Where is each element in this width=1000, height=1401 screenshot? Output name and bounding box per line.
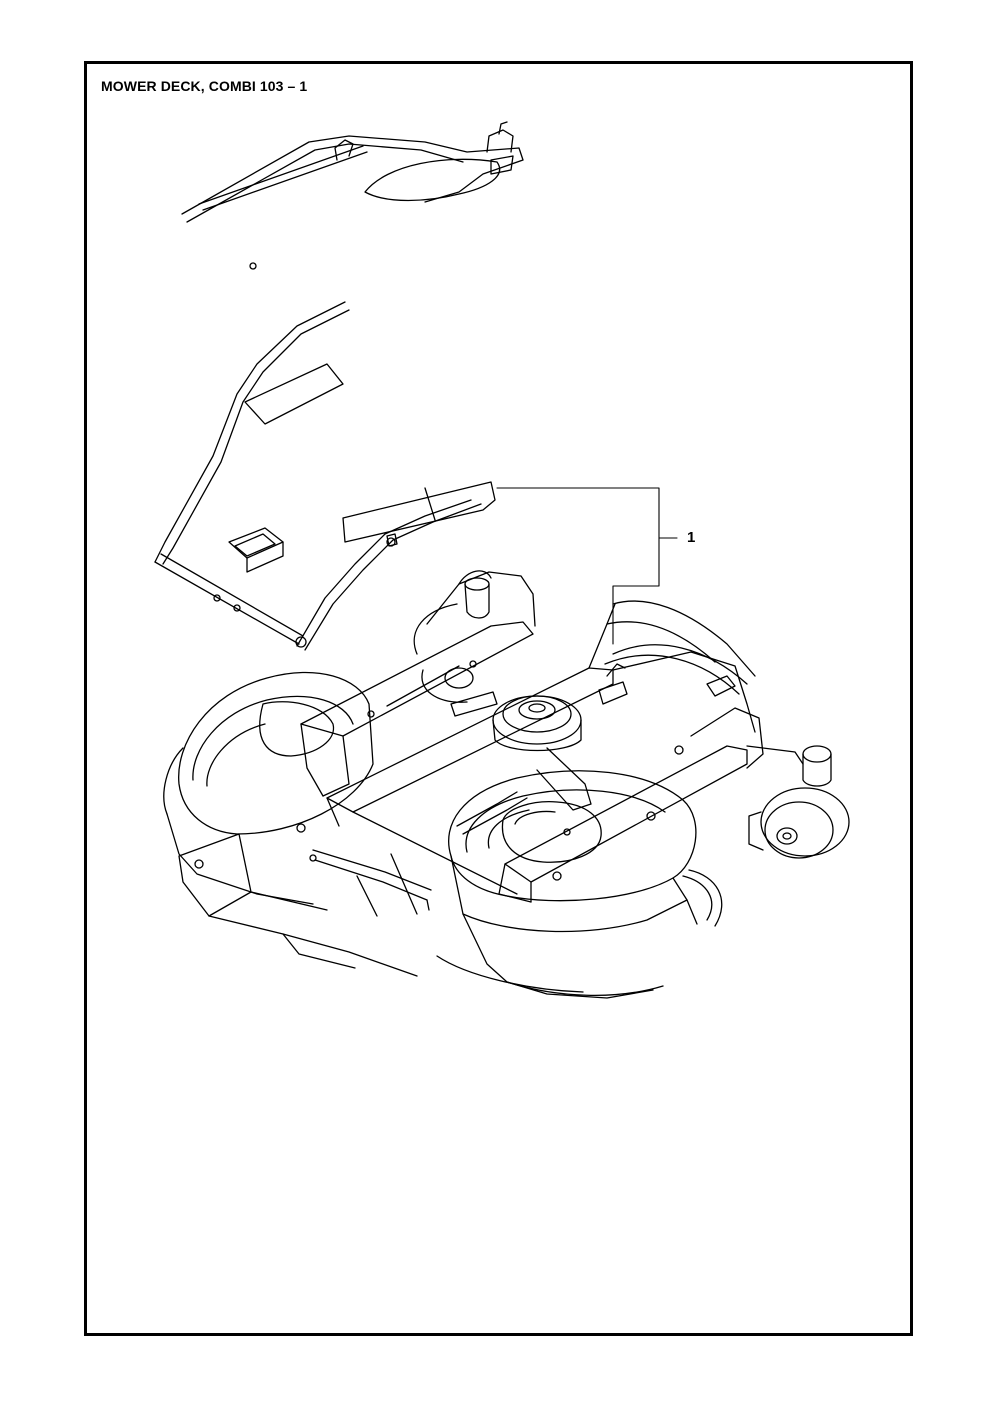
collector-frame (154, 121, 524, 651)
deck (163, 570, 850, 999)
drawing-frame: MOWER DECK, COMBI 103 – 1 (84, 61, 913, 1336)
callout-label-1: 1 (687, 529, 696, 546)
page-title: MOWER DECK, COMBI 103 – 1 (101, 78, 308, 94)
callout-leader (496, 487, 678, 645)
mower-deck-diagram (154, 121, 850, 999)
